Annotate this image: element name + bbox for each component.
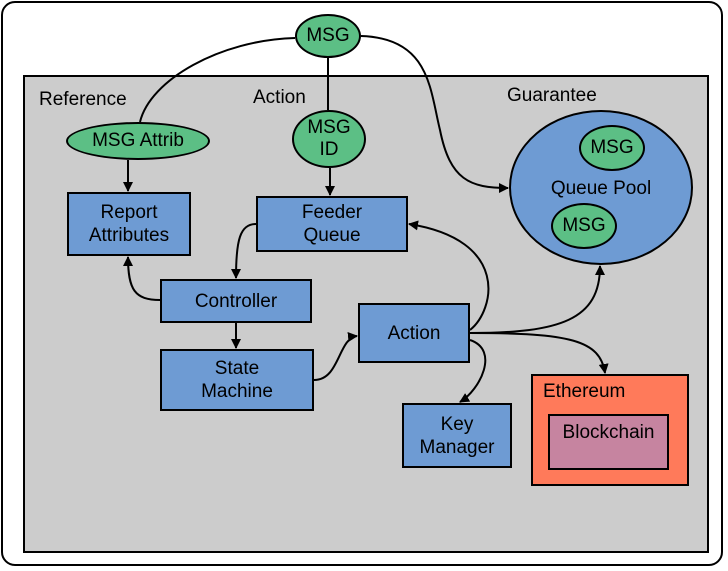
edge-controller-to-report	[123, 256, 161, 301]
queue-pool-label: Queue Pool	[550, 178, 652, 199]
pool-msg-node: MSG	[551, 203, 617, 249]
action-box: Action	[358, 303, 470, 363]
msg-id-node: MSG ID	[292, 110, 366, 168]
edge-action-to-key-manager	[459, 339, 487, 403]
controller-box: Controller	[160, 279, 312, 323]
blockchain-box: Blockchain	[548, 414, 669, 470]
msg-attrib-node: MSG Attrib	[66, 122, 210, 160]
state-machine-box: State Machine	[160, 349, 314, 411]
edge-msg-to-msg-attrib	[139, 37, 296, 123]
edge-action-to-ethereum	[469, 332, 609, 374]
msg-node: MSG	[295, 14, 361, 58]
key-manager-box: Key Manager	[402, 403, 512, 468]
feeder-queue-box: Feeder Queue	[256, 196, 408, 252]
guarantee-label: Guarantee	[507, 85, 597, 106]
edge-msg-to-queue-pool	[360, 35, 509, 193]
pool-msg-node: MSG	[579, 125, 645, 171]
edge-action-to-queue-pool	[469, 265, 605, 334]
edge-state-to-action	[313, 331, 358, 381]
reference-label: Reference	[39, 89, 127, 110]
action-section-label: Action	[253, 87, 306, 108]
ethereum-label: Ethereum	[543, 381, 626, 402]
edge-feeder-to-controller	[231, 223, 257, 279]
edge-action-to-feeder	[408, 220, 490, 331]
report-attributes-box: Report Attributes	[67, 192, 191, 256]
